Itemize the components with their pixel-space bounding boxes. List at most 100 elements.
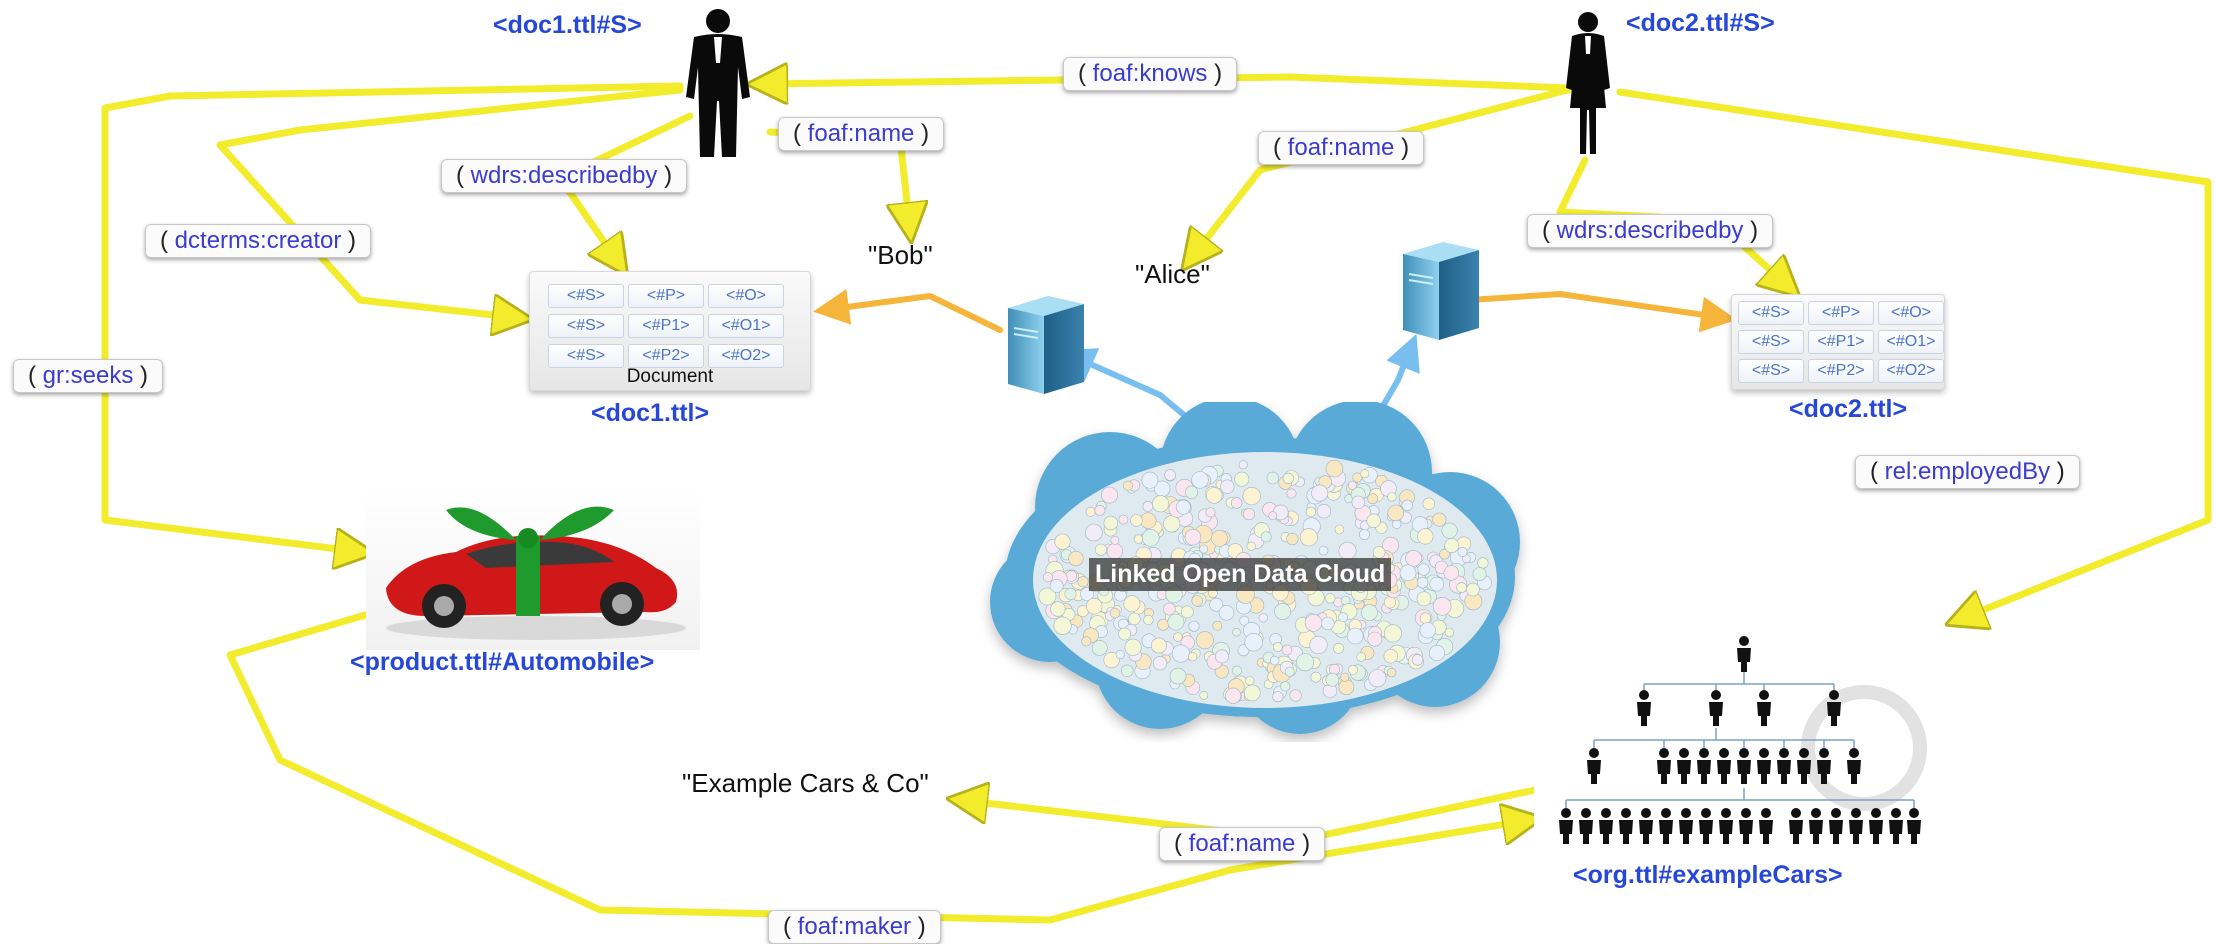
org-person-icon [1827, 690, 1841, 726]
edge-label-foaf-maker: ( foaf:maker ) [768, 910, 941, 944]
dataset-bubble [1361, 604, 1378, 621]
dataset-bubble [1171, 644, 1190, 663]
dataset-bubble [1443, 565, 1459, 581]
org-person-icon [1847, 748, 1861, 784]
dataset-bubble [1383, 649, 1398, 664]
edge-label-alice-name: ( foaf:name ) [1258, 131, 1425, 165]
edge-label-dcterms-creator: ( dcterms:creator ) [145, 224, 372, 258]
edge-cloud-server1 [1059, 348, 1193, 423]
dataset-bubble [1157, 618, 1170, 631]
linked-open-data-cloud [990, 402, 1520, 734]
org-chart-icon [1559, 636, 1927, 844]
dataset-bubble [1328, 663, 1340, 675]
dataset-bubble [1118, 514, 1129, 525]
dataset-bubble [1130, 514, 1143, 527]
dataset-bubble [1444, 538, 1460, 553]
dataset-bubble [1346, 627, 1364, 645]
org-person-icon [1757, 748, 1771, 784]
dataset-bubble [1304, 614, 1323, 632]
dataset-bubble [1118, 627, 1131, 641]
dataset-bubble [1169, 667, 1187, 685]
doc1-document: <#S><#P><#O><#S><#P1><#O1><#S><#P2><#O2>… [529, 271, 811, 391]
dataset-bubble [1340, 672, 1350, 682]
org-person-icon [1639, 808, 1653, 844]
dataset-bubble [1215, 649, 1229, 664]
dataset-bubble [1053, 616, 1072, 635]
triple-cell: <#P2> [1808, 359, 1874, 383]
org-person-icon [1559, 808, 1573, 844]
dataset-bubble [1085, 523, 1103, 542]
dataset-bubble [1444, 627, 1455, 638]
dataset-bubble [1286, 488, 1297, 499]
dataset-bubble [1466, 582, 1480, 597]
dataset-bubble [1338, 541, 1357, 560]
dataset-bubble [1205, 507, 1216, 518]
dataset-bubble [1441, 522, 1458, 539]
triple-cell: <#S> [548, 344, 624, 368]
dataset-bubble [1333, 642, 1344, 654]
dataset-bubble [1106, 543, 1123, 560]
edge-label-alice-describedby: ( wdrs:describedby ) [1527, 214, 1774, 248]
doc1-caption: Document [626, 366, 714, 387]
dataset-bubble [1305, 506, 1316, 517]
org-person-icon [1717, 748, 1731, 784]
edge-label-rel-employedby: ( rel:employedBy ) [1855, 455, 2080, 489]
org-person-icon [1889, 808, 1903, 844]
dataset-bubble [1124, 638, 1142, 656]
org-person-icon [1587, 748, 1601, 784]
dataset-bubble [1318, 545, 1329, 556]
dataset-bubble [1429, 576, 1445, 592]
org-person-icon [1759, 808, 1773, 844]
edge-employed-by [1616, 88, 2212, 620]
dataset-bubble [1133, 534, 1144, 544]
dataset-bubble [1366, 513, 1381, 529]
dataset-bubble [1316, 503, 1332, 519]
dataset-bubble [1239, 615, 1250, 626]
dataset-bubble [1199, 544, 1209, 554]
org-person-icon [1737, 636, 1751, 672]
dataset-bubble [1282, 472, 1294, 484]
dataset-bubble [1141, 529, 1160, 547]
node-label-doc2-subject: <doc2.ttl#S> [1626, 9, 1775, 37]
triple-cell: <#S> [1738, 301, 1804, 325]
server-icon [1403, 242, 1479, 340]
edge-creator [216, 86, 684, 318]
dataset-bubble [1211, 529, 1228, 547]
dataset-bubble [1286, 532, 1299, 546]
triple-cell: <#O> [1878, 301, 1944, 325]
triple-cell: <#P2> [628, 344, 704, 368]
dataset-bubble [1212, 620, 1223, 631]
dataset-bubble [1184, 528, 1202, 546]
literal-alice: "Alice" [1135, 259, 1210, 289]
dataset-bubble [1372, 546, 1386, 559]
dataset-bubble [1266, 471, 1279, 485]
dataset-bubble [1115, 649, 1125, 660]
dataset-bubble [1068, 551, 1084, 567]
dataset-bubble [1143, 614, 1154, 626]
edge-seeks [101, 82, 684, 552]
dataset-bubble [1296, 653, 1315, 672]
dataset-bubble [1405, 550, 1422, 567]
dataset-bubble [1140, 512, 1157, 529]
dataset-bubble [1110, 535, 1120, 545]
dataset-bubble [1416, 576, 1429, 589]
dataset-bubble [1477, 557, 1489, 569]
org-person-icon [1757, 690, 1771, 726]
org-person-icon [1699, 808, 1713, 844]
triple-cell: <#O1> [1878, 330, 1944, 354]
org-person-icon [1739, 808, 1753, 844]
dataset-bubble [1103, 652, 1120, 669]
dataset-bubble [1163, 602, 1176, 616]
dataset-bubble [1367, 493, 1379, 505]
triple-cell: <#S> [548, 314, 624, 338]
doc2-triple-grid: <#S><#P><#O><#S><#P1><#O1><#S><#P2><#O2> [1738, 301, 1944, 383]
dataset-bubble [1456, 582, 1467, 593]
dataset-bubble [1428, 645, 1445, 662]
dataset-bubble [1399, 564, 1417, 582]
dataset-bubble [1246, 541, 1256, 551]
dataset-bubble [1325, 672, 1340, 687]
dataset-bubble [1142, 501, 1154, 512]
dataset-bubble [1195, 631, 1214, 650]
dataset-bubble [1338, 612, 1349, 623]
